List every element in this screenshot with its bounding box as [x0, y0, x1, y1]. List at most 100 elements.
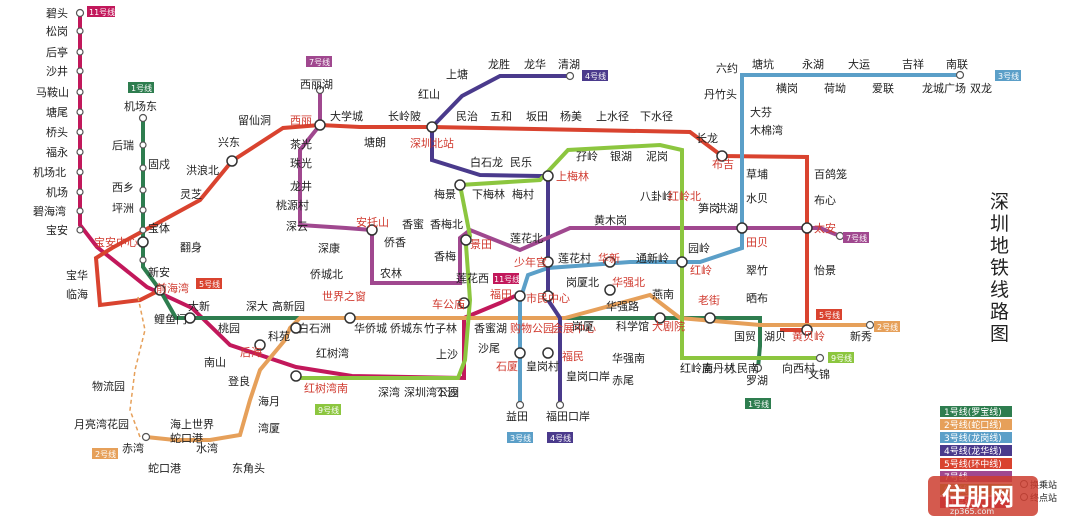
transfer-dot[interactable]	[366, 224, 378, 236]
transfer-dot[interactable]	[542, 170, 554, 182]
station-dot[interactable]	[139, 186, 147, 194]
station-label: 宝体	[148, 221, 170, 235]
station-label: 笋岗	[698, 201, 720, 215]
transfer-dot[interactable]	[704, 312, 716, 324]
transfer-dot[interactable]	[801, 222, 813, 234]
station-label: 莲花北	[510, 232, 543, 245]
station-dot[interactable]	[139, 164, 147, 172]
station-label: 燕南	[652, 288, 674, 301]
legend-swatch	[940, 445, 1012, 456]
station-dot[interactable]	[76, 67, 84, 75]
transfer-dot[interactable]	[654, 312, 666, 324]
station-label: 宝安	[46, 223, 68, 237]
transfer-dot[interactable]	[454, 179, 466, 191]
badge-l1-bottom-label: 1号线	[748, 399, 769, 409]
transfer-dot[interactable]	[514, 290, 526, 302]
station-label-shekou: 蛇口港	[148, 461, 181, 475]
transfer-dot[interactable]	[542, 256, 554, 268]
station-dot[interactable]	[76, 88, 84, 96]
station-label: 岗厦	[572, 320, 594, 333]
station-dot[interactable]	[75, 8, 85, 18]
station-dot[interactable]	[141, 432, 151, 442]
transfer-dot[interactable]	[458, 297, 470, 309]
transfer-dot[interactable]	[254, 339, 266, 351]
transfer-dot[interactable]	[604, 284, 616, 296]
station-label: 赤湾	[122, 441, 144, 455]
badge-l11-mid	[493, 273, 519, 284]
station-dot[interactable]	[955, 70, 965, 80]
station-label: 民乐	[510, 156, 532, 169]
station-label: 新秀	[850, 329, 872, 343]
station-label: 坪洲	[112, 202, 134, 215]
transfer-dot[interactable]	[344, 312, 356, 324]
station-label: 湾厦	[258, 421, 280, 435]
station-dot[interactable]	[865, 320, 875, 330]
transfer-dot[interactable]	[542, 347, 554, 359]
transfer-dot[interactable]	[801, 324, 813, 336]
station-label: 岗厦北	[566, 276, 599, 289]
transfer-dot[interactable]	[426, 121, 438, 133]
station-dot[interactable]	[139, 206, 147, 214]
transfer-dot[interactable]	[290, 370, 302, 382]
station-label: 吉祥	[902, 57, 924, 71]
transfer-dot[interactable]	[290, 322, 302, 334]
station-label: 侨香	[384, 236, 406, 249]
transfer-dot[interactable]	[226, 155, 238, 167]
station-label: 塘朗	[364, 135, 386, 149]
station-label: 海上世界	[170, 417, 214, 431]
transfer-dot[interactable]	[736, 222, 748, 234]
station-label: 白石洲	[298, 321, 331, 335]
transfer-dot[interactable]	[460, 234, 472, 246]
station-label: 通新岭	[636, 251, 669, 265]
station-label: 布吉	[712, 158, 734, 171]
station-dot[interactable]	[76, 188, 84, 196]
station-label: 红树湾	[316, 346, 349, 360]
station-label: 白石龙	[470, 155, 503, 169]
station-label: 益田	[506, 409, 528, 423]
transfer-dot[interactable]	[604, 256, 616, 268]
station-dot[interactable]	[139, 141, 147, 149]
station-dot[interactable]	[76, 108, 84, 116]
station-dot[interactable]	[315, 85, 325, 95]
station-dot[interactable]	[139, 256, 147, 264]
station-dot[interactable]	[76, 148, 84, 156]
station-label: 物流园	[92, 379, 125, 393]
station-dot[interactable]	[76, 128, 84, 136]
station-dot[interactable]	[815, 353, 825, 363]
badge-l5-right	[816, 309, 842, 320]
station-dot[interactable]	[76, 207, 84, 215]
station-dot[interactable]	[76, 27, 84, 35]
transfer-dot[interactable]	[514, 347, 526, 359]
transfer-dot[interactable]	[154, 284, 166, 296]
station-label: 太安	[814, 221, 836, 235]
transfer-dot[interactable]	[542, 290, 554, 302]
station-label: 沙井	[46, 64, 68, 78]
transfer-dot[interactable]	[676, 256, 688, 268]
transfer-dot[interactable]	[314, 119, 326, 131]
station-label: 梅村	[512, 187, 534, 201]
station-dot[interactable]	[515, 400, 525, 410]
station-label: 泥岗	[646, 150, 668, 163]
station-dot[interactable]	[139, 226, 147, 234]
transfer-dot[interactable]	[184, 312, 196, 324]
transfer-dot[interactable]	[716, 150, 728, 162]
station-label: 民治	[456, 109, 478, 123]
station-dot[interactable]	[76, 226, 84, 234]
legend-swatch	[940, 419, 1012, 430]
station-label: 福民	[562, 349, 584, 363]
station-label: 红岭北	[668, 189, 701, 203]
station-dot[interactable]	[753, 363, 763, 373]
watermark: 住朋网 zp365.com	[928, 476, 1038, 516]
station-label: 五和	[490, 110, 512, 123]
station-dot[interactable]	[555, 400, 565, 410]
station-dot[interactable]	[138, 113, 148, 123]
station-dot[interactable]	[835, 231, 845, 241]
transfer-dot[interactable]	[137, 236, 149, 248]
station-label: 大剧院	[652, 319, 685, 333]
station-label: 向西村	[782, 361, 815, 375]
station-dot[interactable]	[76, 168, 84, 176]
station-dot[interactable]	[565, 71, 575, 81]
station-dot[interactable]	[76, 48, 84, 56]
station-label: 龙井	[290, 179, 312, 193]
station-label: 宝华	[66, 268, 88, 282]
